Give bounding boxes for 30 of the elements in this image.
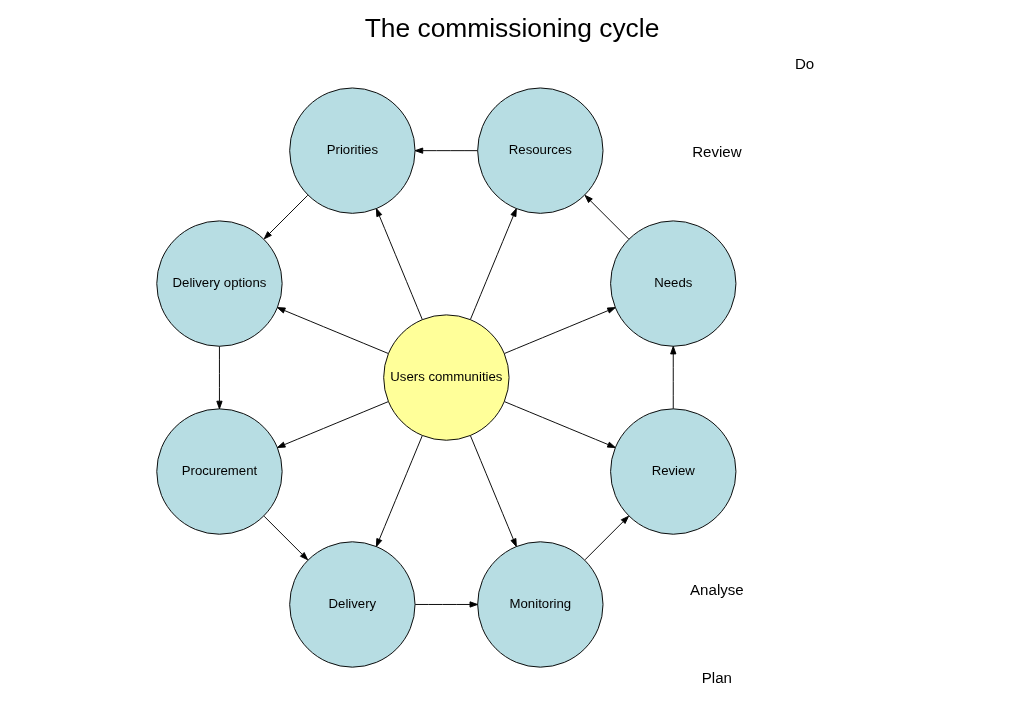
label: Analyse <box>689 581 744 599</box>
node-circle: Needs <box>609 220 736 347</box>
node-circle: Delivery <box>288 541 416 668</box>
arrow <box>414 147 478 154</box>
arrow <box>276 307 389 354</box>
node-circle: Procurement <box>155 408 283 535</box>
arrow <box>375 208 423 320</box>
node-circle: Priorities <box>288 87 416 214</box>
label: Plan <box>701 668 732 686</box>
arrow <box>503 307 616 354</box>
arrow <box>276 401 389 448</box>
node-circle: Review <box>609 408 736 535</box>
arrow <box>414 601 478 608</box>
diagram-title: The commissioning cycle <box>364 12 659 43</box>
arrow <box>503 401 616 448</box>
arrow <box>669 345 676 410</box>
label: Review <box>691 142 742 160</box>
arrow <box>584 515 629 561</box>
label: Do <box>794 55 814 73</box>
arrow <box>584 194 629 240</box>
arrow <box>215 345 223 410</box>
arrow <box>375 435 423 547</box>
node-circle: Users communities <box>382 314 509 441</box>
arrow <box>469 435 517 547</box>
node-circle: Delivery options <box>155 220 283 347</box>
arrow <box>469 208 517 320</box>
arrow <box>263 194 308 240</box>
node-circle: Resources <box>476 87 603 214</box>
node-circle: Monitoring <box>476 541 603 668</box>
arrow <box>263 515 308 561</box>
